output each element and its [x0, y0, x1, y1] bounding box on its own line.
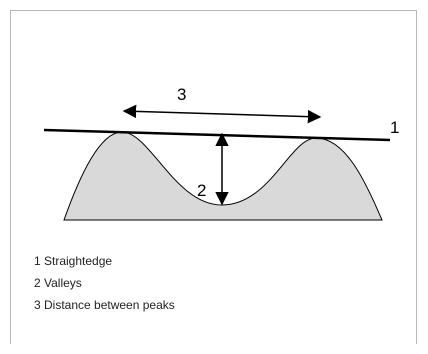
distance-between-peaks-arrow	[122, 104, 322, 124]
surface-profile	[63, 131, 383, 221]
legend-item-distance: 3 Distance between peaks	[34, 298, 175, 312]
legend-item-straightedge: 1 Straightedge	[34, 254, 113, 268]
callout-valleys: 2	[197, 181, 206, 200]
frame-border-right	[416, 10, 417, 344]
legend-item-valleys: 2 Valleys	[34, 276, 82, 290]
straightedge-line	[43, 128, 391, 142]
diagram-legend: 1 Straightedge 2 Valleys 3 Distance betw…	[34, 250, 175, 316]
frame-border-left	[10, 10, 11, 344]
frame-border-top	[10, 10, 416, 11]
callout-straightedge: 1	[390, 118, 399, 137]
callout-distance: 3	[177, 85, 186, 104]
